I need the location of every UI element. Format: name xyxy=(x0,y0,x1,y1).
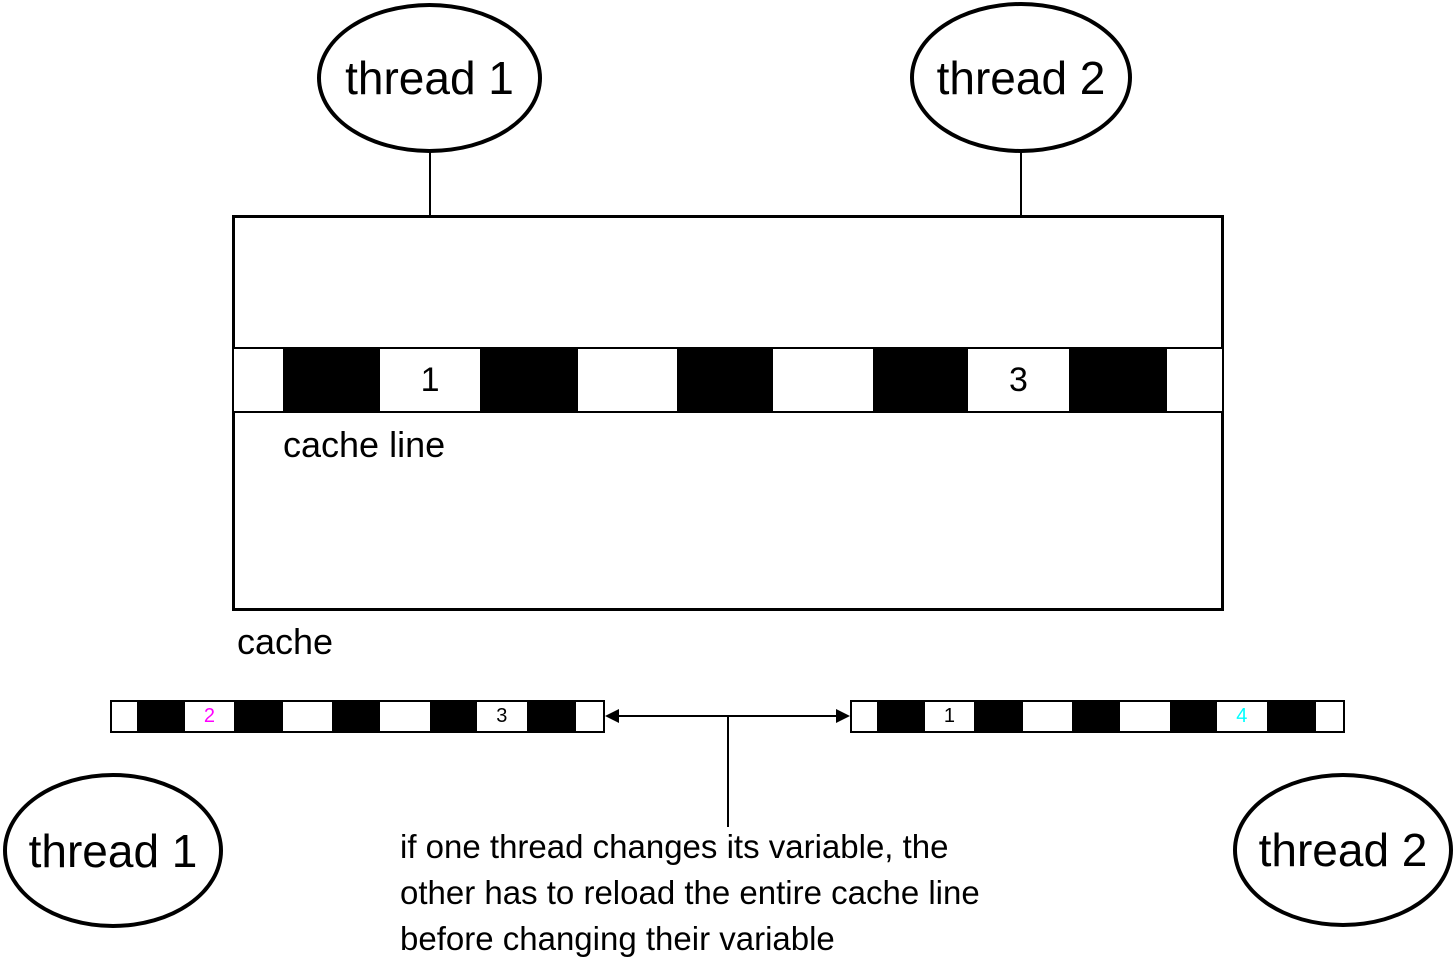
thread2-bottom-label: thread 2 xyxy=(1258,824,1428,876)
note-line-3: before changing their variable xyxy=(400,920,835,957)
note-connector-line xyxy=(727,716,729,827)
cache-cell xyxy=(1266,702,1316,731)
cache-cell-1: 1 xyxy=(924,702,975,731)
cache-cell-1: 1 xyxy=(380,349,481,411)
cache-cell-2: 2 xyxy=(184,702,235,731)
cache-cell xyxy=(1071,702,1121,731)
note-line-2: other has to reload the entire cache lin… xyxy=(400,874,980,911)
cache-cell xyxy=(876,702,925,731)
cache-cell xyxy=(331,702,381,731)
thread2-top-ellipse: thread 2 xyxy=(910,2,1132,153)
cache-cell xyxy=(283,349,381,411)
cache-cell xyxy=(1169,702,1217,731)
cache-cell-value: 1 xyxy=(943,705,956,727)
cache-cell xyxy=(1120,702,1170,731)
thread1-top-label: thread 1 xyxy=(345,52,514,104)
cache-cell xyxy=(282,702,332,731)
cache-cell xyxy=(1068,349,1167,411)
cache-cell xyxy=(234,702,283,731)
cache-cell xyxy=(1166,349,1222,411)
cache-label: cache xyxy=(237,621,334,662)
cache-cell-value: 3 xyxy=(496,705,508,727)
note-line-1: if one thread changes its variable, the xyxy=(400,828,949,865)
cache-cell xyxy=(873,349,969,411)
cache-line-label: cache line xyxy=(283,424,446,465)
thread1-bottom-ellipse: thread 1 xyxy=(3,773,223,928)
cache-cell-4: 4 xyxy=(1216,702,1267,731)
cache-cell xyxy=(974,702,1023,731)
cache-cell xyxy=(1315,702,1344,731)
note-text: if one thread changes its variable, the … xyxy=(400,824,980,958)
cache-cell xyxy=(429,702,477,731)
thread1-bottom-label: thread 1 xyxy=(28,824,198,877)
cache-cell xyxy=(136,702,185,731)
cache-cell-value: 2 xyxy=(203,705,216,727)
cache-cell-value: 3 xyxy=(1009,360,1028,399)
cache-cell xyxy=(852,702,877,731)
cache-box xyxy=(232,215,1224,611)
cache-cell-3: 3 xyxy=(968,349,1069,411)
right-arrowhead-icon xyxy=(836,709,850,723)
cache-cell xyxy=(676,349,774,411)
left-arrowhead-icon xyxy=(605,709,619,723)
thread1-top-ellipse: thread 1 xyxy=(317,3,542,153)
cache-cell xyxy=(773,349,874,411)
thread2-top-label: thread 2 xyxy=(936,51,1106,104)
cache-cell-3: 3 xyxy=(476,702,527,731)
cache-cell xyxy=(234,349,284,411)
cache-cell xyxy=(575,702,604,731)
cache-cell xyxy=(112,702,137,731)
cache-cell xyxy=(526,702,576,731)
thread2-bottom-ellipse: thread 2 xyxy=(1233,773,1453,927)
cache-cell-value: 1 xyxy=(420,360,440,399)
cache-cell xyxy=(1022,702,1072,731)
cache-cell xyxy=(380,702,430,731)
cache-cell xyxy=(577,349,677,411)
cache-cell xyxy=(480,349,578,411)
cache-cell-value: 4 xyxy=(1236,705,1248,727)
